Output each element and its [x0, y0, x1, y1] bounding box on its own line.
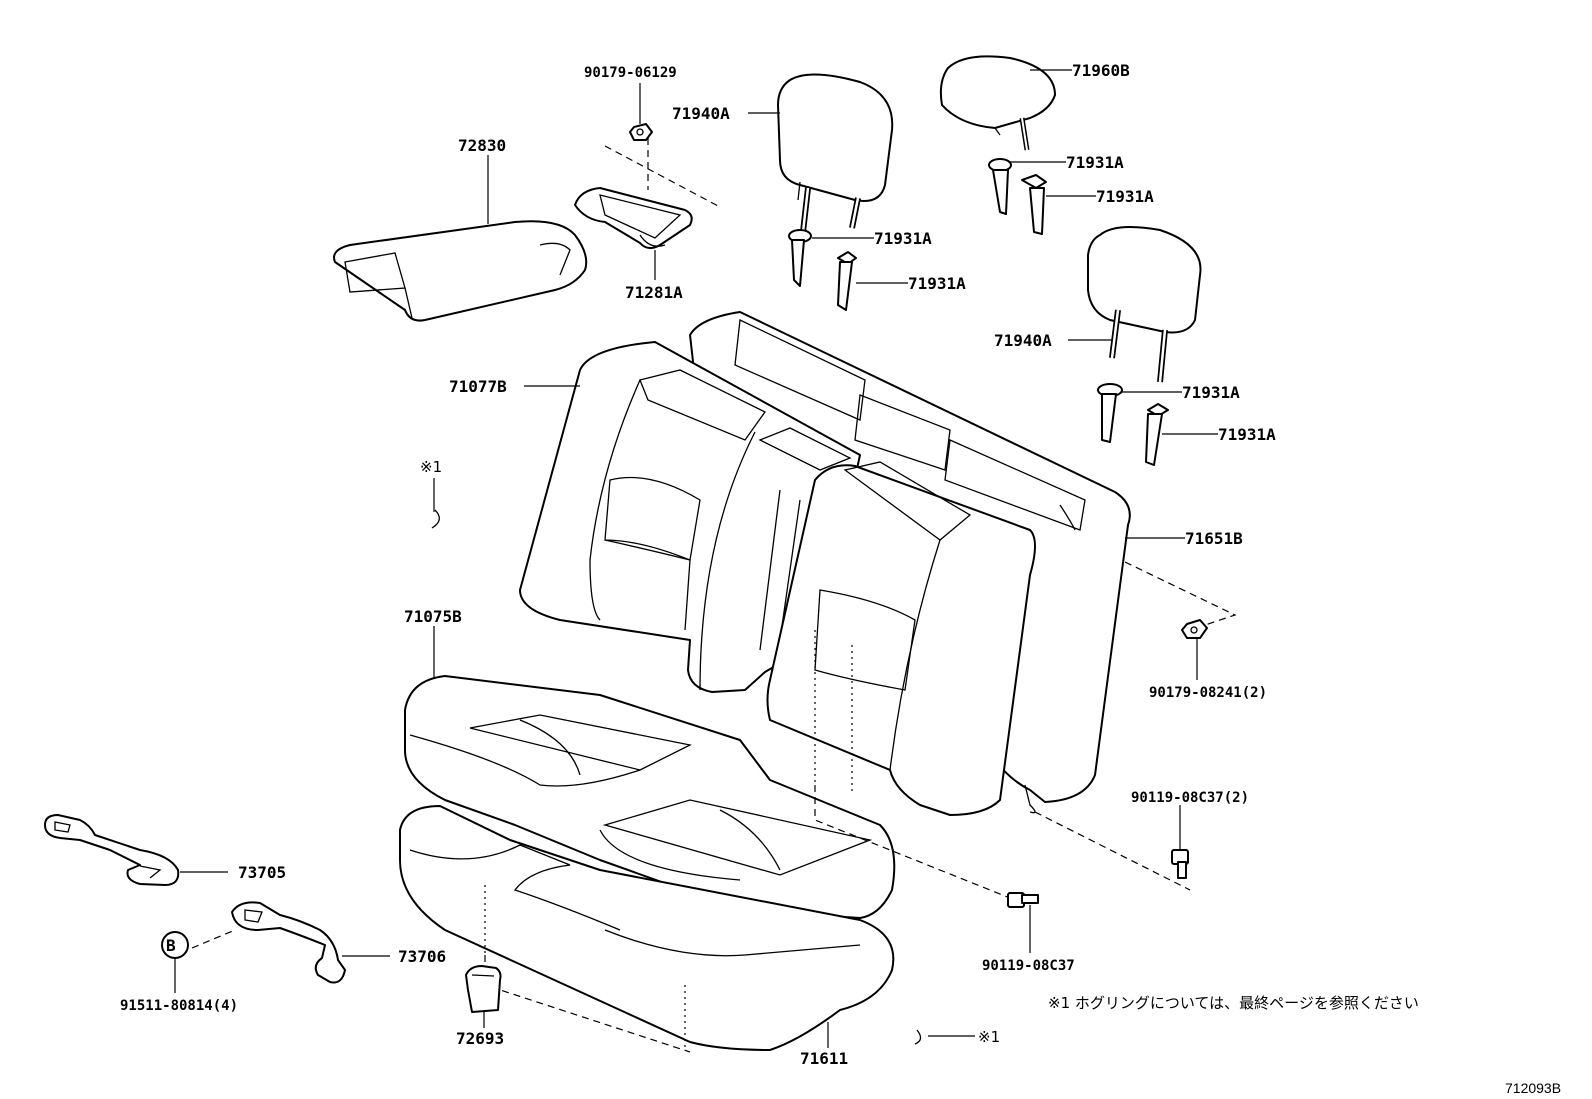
hog-ring-icons	[431, 509, 922, 1045]
seatback-71077B-drawing	[519, 341, 1036, 816]
note-mark-bottom: ※1	[978, 1028, 1000, 1046]
hinge-73705-drawing	[44, 814, 180, 886]
label-73705: 73705	[238, 863, 286, 882]
label-71931A-f: 71931A	[1218, 425, 1276, 444]
label-90119-08C37-2: 90119-08C37(2)	[1131, 790, 1249, 806]
label-90119-08C37: 90119-08C37	[982, 958, 1075, 974]
bolt-90119-08C37-2-drawing	[1171, 849, 1189, 879]
nut-90179-08241-drawing	[1181, 619, 1208, 639]
label-71931A-b: 71931A	[1096, 187, 1154, 206]
armrest-72830-drawing	[333, 220, 588, 322]
headrest-71960B-drawing	[939, 55, 1056, 151]
label-71075B: 71075B	[404, 607, 462, 626]
hinge-73706-drawing	[231, 901, 346, 984]
label-71931A-e: 71931A	[1182, 383, 1240, 402]
guides-71931A-drawing	[788, 158, 1169, 466]
headrest-71940A-top-drawing	[777, 73, 894, 233]
ref-circle-b-letter: B	[166, 936, 176, 955]
label-91511-80814: 91511-80814(4)	[120, 998, 238, 1014]
cushion-frame-71611-drawing	[399, 805, 895, 1051]
drawing-id: 712093B	[1505, 1080, 1561, 1096]
label-71651B: 71651B	[1185, 529, 1243, 548]
footnote-hog-ring: ※1 ホグリングについては、最終ページを参照ください	[1048, 994, 1419, 1012]
label-71281A: 71281A	[625, 283, 683, 302]
label-72830: 72830	[458, 136, 506, 155]
buckle-72693-drawing	[465, 965, 502, 1013]
label-71940A-right: 71940A	[994, 331, 1052, 350]
label-71931A-d: 71931A	[908, 274, 966, 293]
label-72693: 72693	[456, 1029, 504, 1048]
label-71931A-c: 71931A	[874, 229, 932, 248]
label-73706: 73706	[398, 947, 446, 966]
label-71077B: 71077B	[449, 377, 507, 396]
nut-90179-06129-drawing	[629, 123, 653, 141]
label-90179-08241: 90179-08241(2)	[1149, 685, 1267, 701]
label-71611: 71611	[800, 1049, 848, 1068]
cushion-71075B-drawing	[404, 675, 896, 919]
bolt-90119-08C37-drawing	[1007, 892, 1039, 908]
callouts: 90179-06129 72830 71940A 71960B 71931A 7…	[120, 61, 1561, 1096]
label-71931A-a: 71931A	[1066, 153, 1124, 172]
label-71960B: 71960B	[1072, 61, 1130, 80]
label-71940A-top: 71940A	[672, 104, 730, 123]
headrest-71940A-right-drawing	[1087, 225, 1202, 383]
bracket-71281A-drawing	[574, 138, 721, 249]
note-mark-left: ※1	[420, 458, 442, 476]
label-90179-06129: 90179-06129	[584, 65, 677, 81]
